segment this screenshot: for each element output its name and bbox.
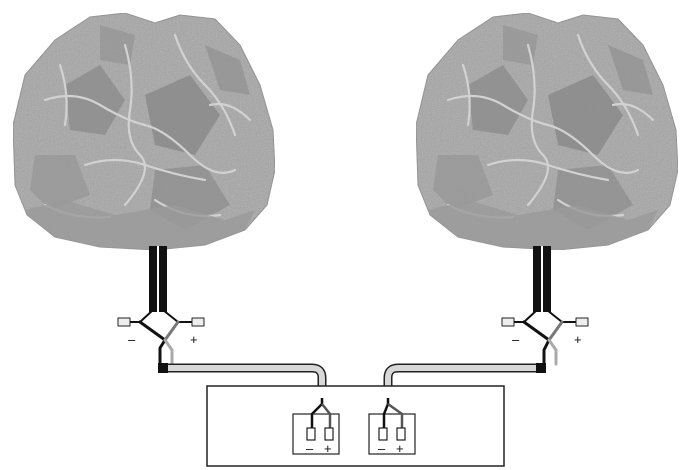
speaker-right-positive-label: + bbox=[574, 332, 582, 347]
amplifier-terminal-right: – + bbox=[368, 398, 416, 456]
amplifier-right-positive-label: + bbox=[396, 441, 404, 456]
speaker-right-connector bbox=[501, 309, 589, 370]
speaker-right: – + bbox=[416, 13, 678, 370]
amplifier-left-negative-label: – bbox=[306, 441, 314, 456]
speaker-right-leads bbox=[533, 246, 551, 312]
amplifier-box bbox=[206, 385, 505, 467]
amplifier-right-positive-post bbox=[396, 427, 406, 441]
amplifier-terminal-left: – + bbox=[292, 398, 340, 456]
speaker-left-negative-label: – bbox=[128, 332, 136, 347]
amplifier: – + – + bbox=[206, 385, 505, 467]
cable-left bbox=[158, 363, 327, 398]
amplifier-left-positive-label: + bbox=[324, 441, 332, 456]
speaker-right-negative-label: – bbox=[512, 332, 520, 347]
speaker-left-positive-label: + bbox=[190, 332, 198, 347]
amplifier-right-negative-label: – bbox=[378, 441, 386, 456]
amplifier-left-positive-post bbox=[324, 427, 334, 441]
cable-right bbox=[383, 363, 546, 398]
speaker-left-leads bbox=[149, 246, 167, 312]
speaker-left-connector bbox=[117, 309, 205, 370]
amplifier-right-negative-post bbox=[378, 427, 388, 441]
amplifier-left-negative-post bbox=[306, 427, 316, 441]
rock-speaker-left-icon bbox=[13, 13, 275, 250]
rock-speaker-right-icon bbox=[416, 13, 678, 250]
speaker-left: – + bbox=[13, 13, 275, 370]
